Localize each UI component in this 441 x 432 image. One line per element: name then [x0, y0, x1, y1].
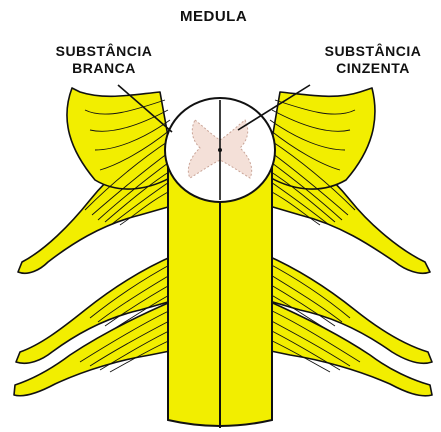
right-lower-nerve-roots [266, 255, 432, 396]
left-lower-nerve-roots [14, 255, 175, 396]
cord-cross-section [165, 98, 275, 202]
left-upper-nerve-roots [18, 88, 175, 273]
right-upper-nerve-roots [266, 88, 430, 273]
